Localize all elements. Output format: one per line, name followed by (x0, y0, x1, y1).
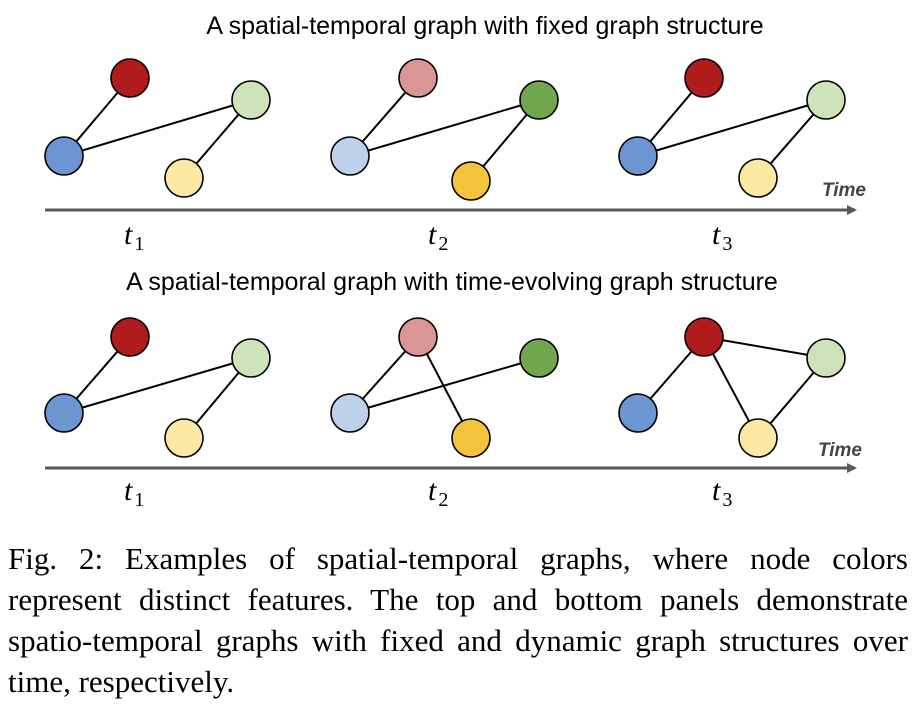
graph-node-red (398, 317, 438, 357)
graph-snapshot-t2 (330, 58, 559, 201)
graph-edge-blue-green (63, 99, 252, 157)
time-axis-label: Time (818, 440, 862, 461)
graph-edge-blue-green (63, 357, 252, 414)
graph-snapshot-t1 (44, 58, 271, 198)
graph-node-yellow (738, 158, 778, 198)
panel-title-time-evolving: A spatial-temporal graph with time-evolv… (126, 268, 778, 296)
graph-snapshot-t1 (44, 317, 271, 458)
graph-snapshot-t3 (618, 58, 846, 198)
graph-node-yellow (164, 418, 204, 458)
graph-node-blue (618, 393, 658, 433)
graph-edge-blue-green (637, 99, 827, 157)
graph-node-green (231, 80, 271, 120)
graph-node-green (231, 338, 271, 378)
panel-time-evolving: A spatial-temporal graph with time-evolv… (44, 268, 862, 511)
graph-node-green (806, 338, 846, 378)
graph-node-green (519, 80, 559, 120)
graph-edge-blue-green (349, 99, 540, 157)
graph-node-yellow (164, 158, 204, 198)
graph-node-red (398, 58, 438, 98)
graph-edge-red-green (703, 336, 827, 359)
graph-node-blue (44, 136, 84, 176)
graph-snapshot-t3 (618, 317, 846, 458)
graph-snapshots-time-evolving (44, 317, 846, 458)
graph-node-blue (44, 393, 84, 433)
spatial-temporal-diagram: A spatial-temporal graph with fixed grap… (44, 12, 866, 511)
graph-node-red (110, 317, 150, 357)
graph-node-green (806, 80, 846, 120)
graph-node-green (519, 338, 559, 378)
graph-snapshots-fixed (44, 58, 846, 201)
graph-node-blue (618, 136, 658, 176)
graph-snapshot-t2 (330, 317, 559, 458)
panel-fixed: A spatial-temporal graph with fixed grap… (44, 12, 866, 255)
graph-node-red (684, 58, 724, 98)
graph-node-yellow (451, 418, 491, 458)
graph-node-yellow (451, 161, 491, 201)
figure-caption: Fig. 2: Examples of spatial-temporal gra… (8, 541, 908, 699)
graph-node-blue (330, 393, 370, 433)
graph-node-red (684, 317, 724, 357)
graph-node-red (110, 58, 150, 98)
panel-title-fixed: A spatial-temporal graph with fixed grap… (206, 12, 763, 40)
graph-node-blue (330, 136, 370, 176)
graph-node-yellow (738, 418, 778, 458)
time-axis-label: Time (822, 180, 866, 201)
